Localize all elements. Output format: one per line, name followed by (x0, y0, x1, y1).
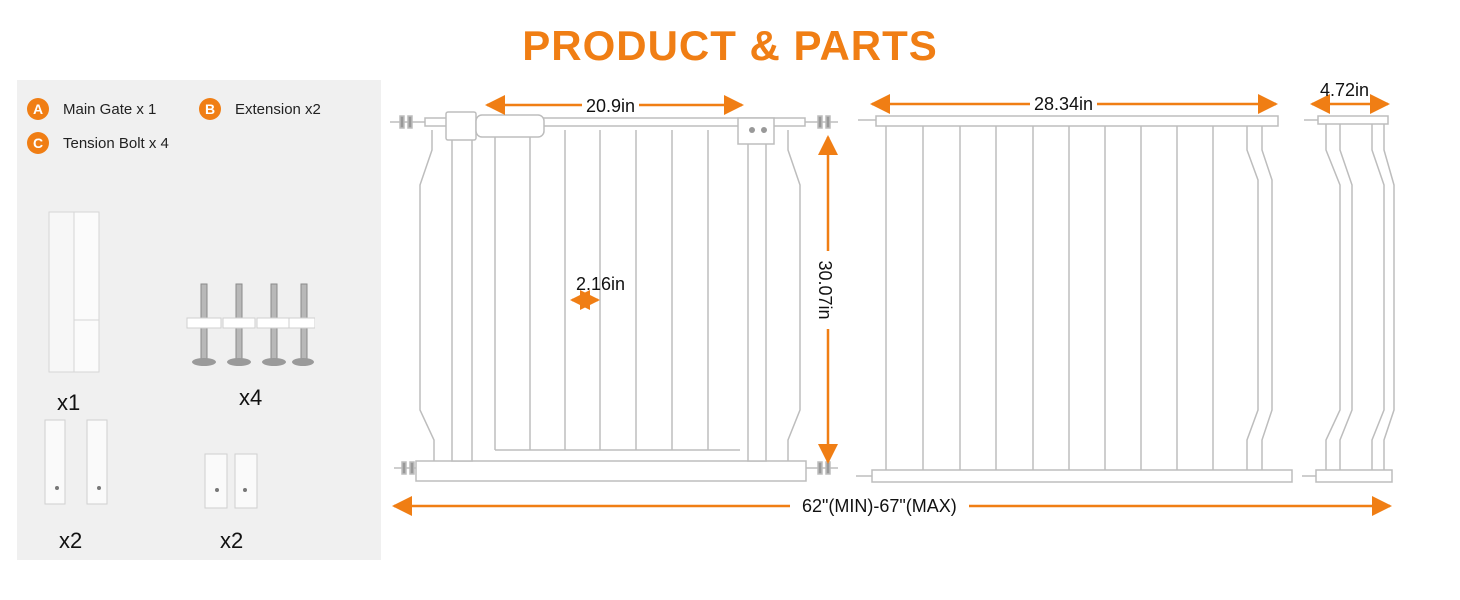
legend-label-c: Tension Bolt x 4 (63, 134, 169, 152)
large-extension (856, 115, 1293, 483)
legend-label-b: Extension x2 (235, 100, 321, 118)
legend-item-a: A Main Gate x 1 (27, 98, 156, 120)
large-brackets-image (44, 419, 108, 505)
gate-width-label: 20.9in (582, 96, 640, 116)
legend-badge-a: A (27, 98, 49, 120)
page-title: PRODUCT & PARTS (522, 22, 938, 69)
small-extension (1302, 115, 1395, 483)
parts-panel: A Main Gate x 1 B Extension x2 C Tension… (17, 80, 381, 560)
legend-item-b: B Extension x2 (199, 98, 321, 120)
large-extension-label: 28.34in (1030, 94, 1098, 114)
tension-bolts-image (186, 283, 315, 366)
bar-spacing-label: 2.16in (576, 274, 626, 294)
extension-qty: x1 (57, 390, 81, 415)
small-extension-label: 4.72in (1320, 80, 1370, 100)
small-brackets-image (204, 453, 258, 509)
total-width-label: 62"(MIN)-67"(MAX) (790, 496, 969, 516)
legend-label-a: Main Gate x 1 (63, 100, 157, 118)
large-brackets-qty: x2 (59, 528, 83, 553)
legend-item-c: C Tension Bolt x 4 (27, 132, 169, 154)
main-gate (390, 111, 838, 482)
gate-height-label: 30.07in (815, 251, 835, 329)
extension-part-image (48, 211, 100, 373)
legend-badge-c: C (27, 132, 49, 154)
small-brackets-qty: x2 (220, 528, 244, 553)
bolts-qty: x4 (239, 385, 263, 410)
legend-badge-b: B (199, 98, 221, 120)
